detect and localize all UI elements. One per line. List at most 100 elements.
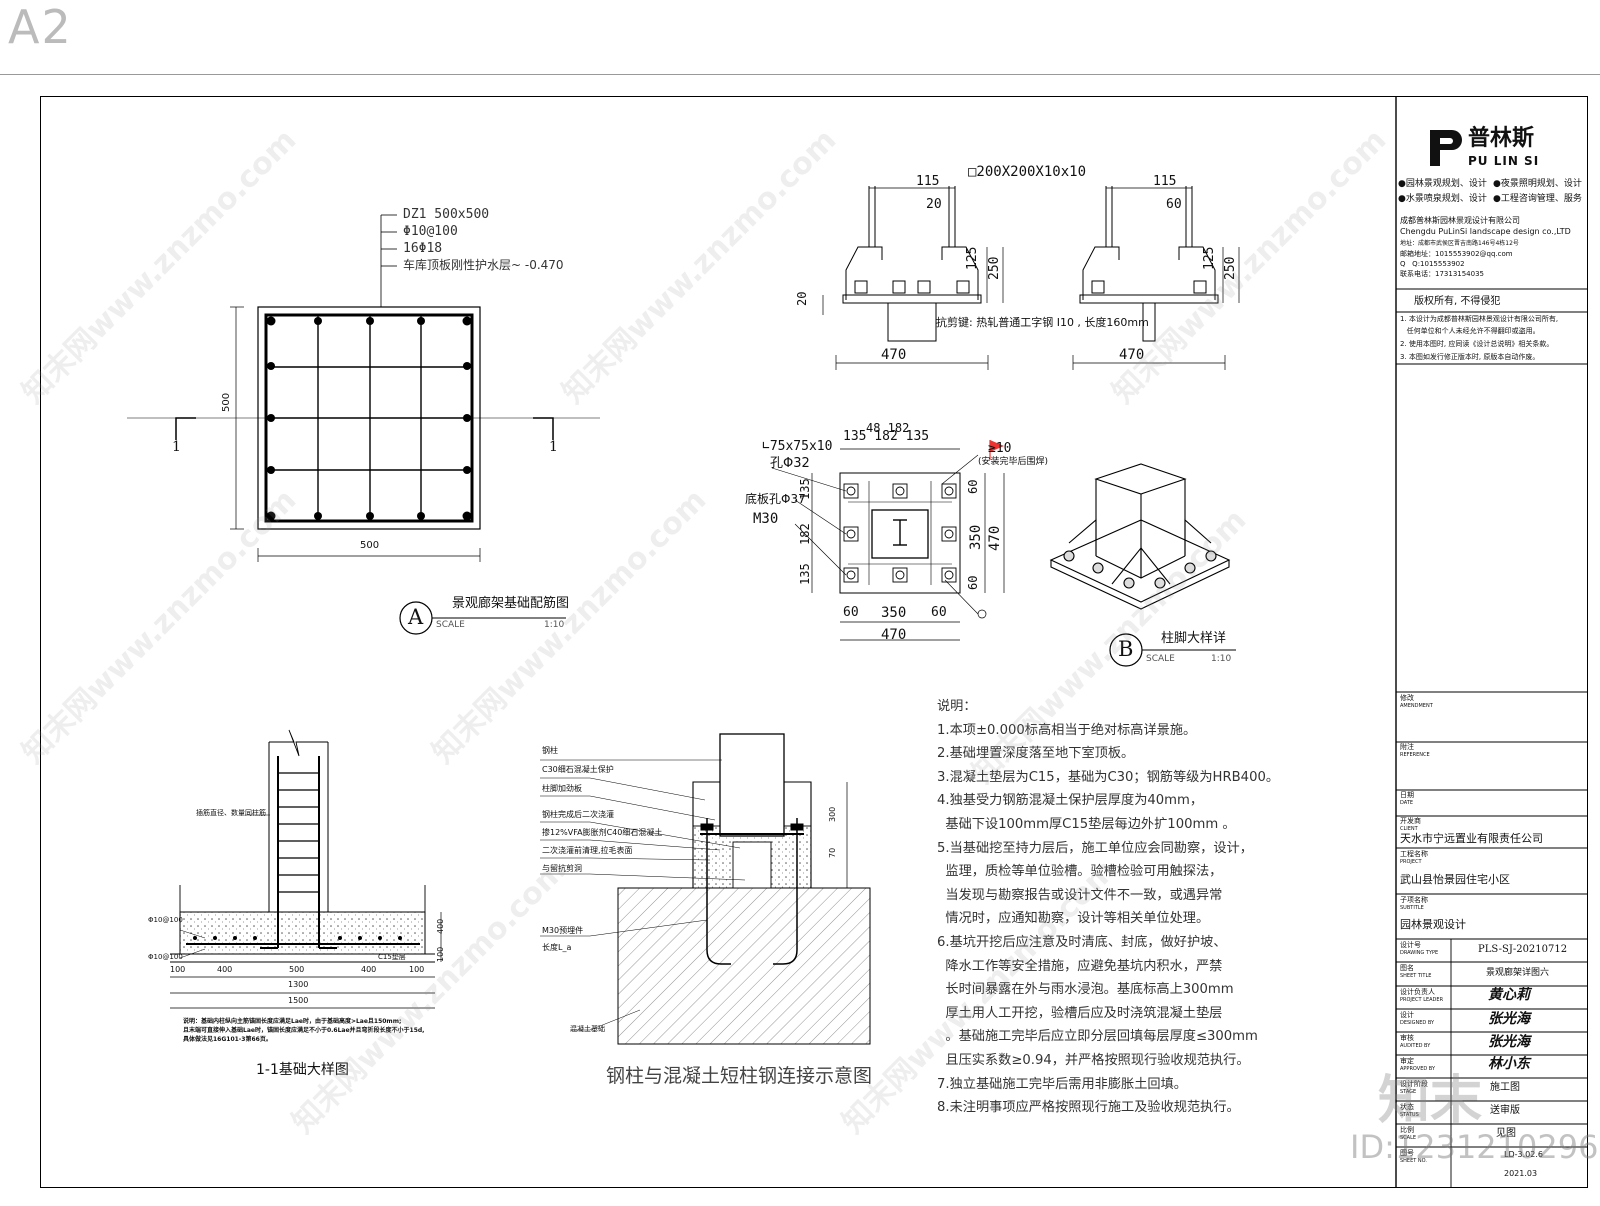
conn-label-3: 柱脚加劲板: [542, 784, 582, 793]
detail-a-dim-height: 500: [221, 392, 232, 412]
detail-11-dim-500: 500: [289, 965, 305, 974]
stage-value: 施工图: [1490, 1082, 1520, 1093]
detail-a-callout-1: DZ1 500x500: [403, 207, 490, 222]
date-cn: 日期: [1400, 791, 1414, 799]
service-2: ●夜景照明规划、设计: [1493, 179, 1582, 189]
detail-11-note-2: 且末端可直接伸入基础Lae时，锚固长度应满足不小于0.6Lae并且弯折段长度不小…: [183, 1027, 425, 1034]
audited-signature: 张光海: [1488, 1034, 1530, 1050]
conn-dim-300: 300: [828, 806, 837, 822]
note-line: 7.独立基础施工完毕后需用非膨胀土回填。: [937, 1076, 1187, 1092]
designer-en: DESIGNED BY: [1400, 1020, 1435, 1026]
note-line: 降水工作等安全措施，应避免基坑内积水，严禁: [937, 958, 1223, 974]
note-line: 3.混凝土垫层为C15，基础为C30；钢筋等级为HRB400。: [937, 769, 1280, 785]
approved-en: APPROVED BY: [1400, 1066, 1436, 1072]
detail-b-isometric: [1049, 463, 1236, 667]
approved-cn: 审定: [1400, 1057, 1414, 1065]
contact-3: Q Q:1015553902: [1400, 260, 1465, 268]
general-notes: 说明： 1.本项±0.000标高相当于绝对标高详景施。 2.基础埋置深度落至地下…: [937, 695, 1279, 1120]
conn-label-1: 钢柱: [542, 746, 558, 755]
date-en: DATE: [1400, 800, 1414, 806]
note-line: 监理，质检等单位验槽。验槽检验可用触探法，: [937, 864, 1223, 880]
detail-11-left-label: 插筋直径、数量同柱筋: [196, 809, 266, 817]
title-block-lines: [1395, 96, 1588, 1188]
detail-b-title: 柱脚大样详: [1161, 631, 1227, 646]
detail-b-dim-125-a: 125: [965, 246, 980, 270]
ratio-cn: 比例: [1400, 1126, 1414, 1134]
note-line: 情况时，应通知勘察，设计等相关单位处理。: [937, 911, 1210, 927]
reference-en: REFERENCE: [1400, 752, 1430, 758]
client-en: CLIENT: [1400, 826, 1418, 832]
detail-11-dim-1300: 1300: [288, 980, 309, 989]
contact-4: 联系电话：17313154035: [1400, 270, 1484, 278]
status-value: 送审版: [1490, 1105, 1520, 1116]
detail-b-dim-20-a: 20: [926, 197, 942, 212]
brand-name-en: PU LIN SI: [1468, 154, 1540, 168]
notes-heading: 说明：: [937, 699, 977, 714]
watermark-logo: 知末: [1378, 1071, 1483, 1131]
brand-name-cn: 普林斯: [1468, 126, 1535, 151]
detail-b-dim-250-a: 250: [987, 256, 1002, 280]
detail-b-plan-top-dims-b: 135 182 135: [843, 429, 930, 444]
detail-11-note-1: 说明：基础内柱纵向主筋锚固长度应满足Lae时，由于基础高度>Lae且150mm;: [183, 1018, 402, 1025]
detail-a-callout-2: Φ10@100: [403, 224, 458, 239]
detail-11-cushion: C15垫层: [378, 953, 406, 961]
detail-b-plan-left-135a: 135: [798, 478, 812, 500]
detail-b-hole1: 孔Φ32: [770, 456, 810, 471]
ratio-value: 见图: [1496, 1128, 1516, 1139]
note-line: 1.本项±0.000标高相当于绝对标高详景施。: [937, 722, 1197, 738]
note-line: 8.未注明事项应严格按照现行施工及验收规范执行。: [937, 1100, 1240, 1116]
designer-cn: 设计: [1400, 1011, 1414, 1019]
service-1: ●园林景观规划、设计: [1398, 179, 1487, 189]
drawing-type-value: PLS-SJ-20210712: [1478, 944, 1568, 955]
leader-signature: 黄心莉: [1488, 987, 1530, 1003]
detail-b-plan-bottom-total: 470: [881, 627, 907, 643]
detail-b-plan-bottom-350: 350: [881, 605, 907, 621]
stage-en: STAGE: [1400, 1089, 1417, 1095]
detail-11-rebar2: Φ10@100: [148, 953, 183, 961]
detail-11-rebar1: Φ10@100: [148, 916, 183, 924]
detail-b-bolt: M30: [753, 511, 779, 527]
service-3: ●水景喷泉规划、设计: [1398, 194, 1487, 204]
subtitle-value: 园林景观设计: [1400, 918, 1466, 931]
detail-11-dim-1500: 1500: [288, 996, 309, 1005]
brand-logo-mark: [1430, 130, 1462, 166]
detail-b-badge: B: [1118, 637, 1134, 661]
service-4: ●工程咨询管理、服务: [1493, 194, 1582, 204]
conn-label-7: 与留抗剪洞: [542, 864, 582, 873]
detail-b-plan-bottom-60b: 60: [931, 605, 947, 620]
sheet-no-cn: 图号: [1400, 1149, 1414, 1157]
conn-title: 钢柱与混凝土短柱钢连接示意图: [606, 1065, 873, 1087]
contact-1: 地址：成都市武侯区晋吉南路146号4栋12号: [1400, 240, 1519, 247]
detail-11-dim-100a: 100: [170, 965, 186, 974]
detail-b-plan-right-350: 350: [968, 524, 984, 550]
detail-b-plan-left-135b: 135: [798, 563, 812, 585]
conn-label-2: C30细石混凝土保护: [542, 765, 614, 774]
detail-a-callout-3: 16Φ18: [403, 241, 443, 256]
subtitle-cn: 子项名称: [1400, 896, 1428, 904]
copyright-title: 版权所有, 不得侵犯: [1414, 296, 1501, 307]
detail-b-weld-note: (安装完毕后围焊): [978, 457, 1049, 467]
amendment-cn: 修改: [1400, 694, 1414, 702]
drawing-type-cn: 设计号: [1400, 941, 1421, 949]
detail-11-title: 1-1基础大样图: [256, 1062, 349, 1078]
note-line: 当发现与勘察报告或设计文件不一致，或遇异常: [937, 887, 1223, 903]
detail-b-elevations: [822, 186, 1240, 370]
conn-label-6: 二次浇灌前清理,拉毛表面: [542, 846, 633, 855]
company-cn: 成都普林斯园林景观设计有限公司: [1400, 216, 1520, 225]
detail-b-plan-right-470: 470: [987, 525, 1003, 551]
detail-b-dim-470-a: 470: [881, 347, 907, 363]
conn-label-9: 长度L_a: [542, 943, 572, 952]
note-line: 2.基础埋置深度落至地下室顶板。: [937, 746, 1135, 762]
sheet-title-cn: 图名: [1400, 964, 1414, 972]
detail-a-scale: 1:10: [544, 620, 565, 630]
project-cn: 工程名称: [1400, 850, 1428, 858]
detail-b-dim-60: 60: [1166, 197, 1182, 212]
audited-cn: 审核: [1400, 1034, 1414, 1042]
sheet-size-mark: A2: [8, 0, 73, 54]
detail-b-scale: 1:10: [1211, 654, 1232, 664]
sheet-title-value: 景观廊架详图六: [1486, 968, 1550, 978]
detail-11-note-3: 具体做法见16G101-3第66页。: [183, 1036, 272, 1043]
conn-label-4: 钢柱完成后二次浇灌: [542, 810, 614, 819]
note-line: 4.独基受力钢筋混凝土保护层厚度为40mm，: [937, 793, 1204, 809]
